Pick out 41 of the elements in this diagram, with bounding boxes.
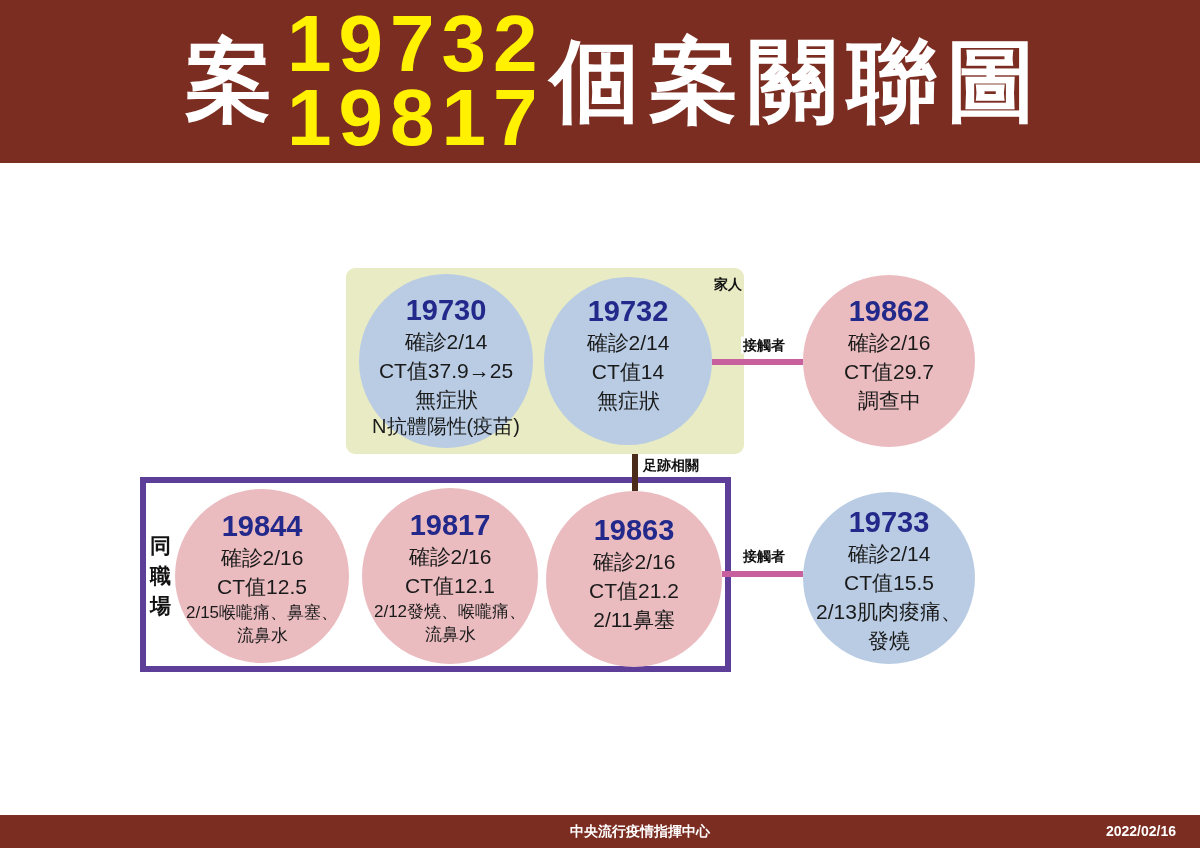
- case-detail: 無症狀: [596, 388, 660, 414]
- edge-label: 接觸者: [741, 547, 787, 565]
- case-detail: CT值12.1: [405, 573, 495, 599]
- group-box: [346, 268, 744, 454]
- group-frame: [140, 477, 731, 672]
- case-detail: 2/11鼻塞: [593, 607, 675, 633]
- edge-label: 接觸者: [741, 336, 787, 354]
- case-number: 19862: [848, 294, 930, 328]
- case-number: 19844: [221, 509, 303, 543]
- case-detail: CT值15.5: [844, 570, 934, 596]
- case-detail: 確診2/16: [220, 545, 304, 571]
- case-number: 19732: [587, 294, 669, 328]
- case-detail: 確診2/14: [586, 330, 670, 356]
- case-detail: 調查中: [857, 388, 921, 414]
- case-detail: 確診2/14: [847, 541, 931, 567]
- date-text: 2022/02/16: [1105, 822, 1176, 840]
- case-number: 19733: [848, 505, 930, 539]
- footer-text: 中央流行疫情指揮中心: [570, 822, 710, 840]
- case-number: 19817: [409, 508, 491, 542]
- case-number: 19730: [405, 293, 487, 327]
- group-label: 家人: [714, 275, 742, 293]
- case-detail: 2/13肌肉痠痛、發燒: [815, 599, 963, 654]
- connector-line: [632, 454, 638, 491]
- case-detail: N抗體陽性(疫苗): [372, 414, 520, 438]
- case-detail: CT值29.7: [844, 359, 934, 385]
- case-detail: 確診2/16: [847, 330, 931, 356]
- case-detail: 確診2/16: [592, 549, 676, 575]
- case-detail: CT值37.9→25: [378, 358, 514, 384]
- case-detail: CT值14: [591, 359, 665, 385]
- connector-line: [721, 571, 804, 577]
- case-detail: 無症狀: [414, 387, 478, 413]
- group-label: 同職場: [149, 533, 171, 619]
- case-detail: 2/15喉嚨痛、鼻塞、流鼻水: [184, 602, 340, 647]
- connector-line: [712, 359, 803, 365]
- case-detail: 確診2/14: [404, 329, 488, 355]
- case-detail: 確診2/16: [408, 544, 492, 570]
- edge-label: 足跡相關: [641, 456, 701, 474]
- case-detail: 2/12發燒、喉嚨痛、流鼻水: [372, 601, 528, 646]
- case-number: 19863: [593, 513, 675, 547]
- case-detail: CT值12.5: [217, 574, 307, 600]
- case-detail: CT值21.2: [589, 578, 679, 604]
